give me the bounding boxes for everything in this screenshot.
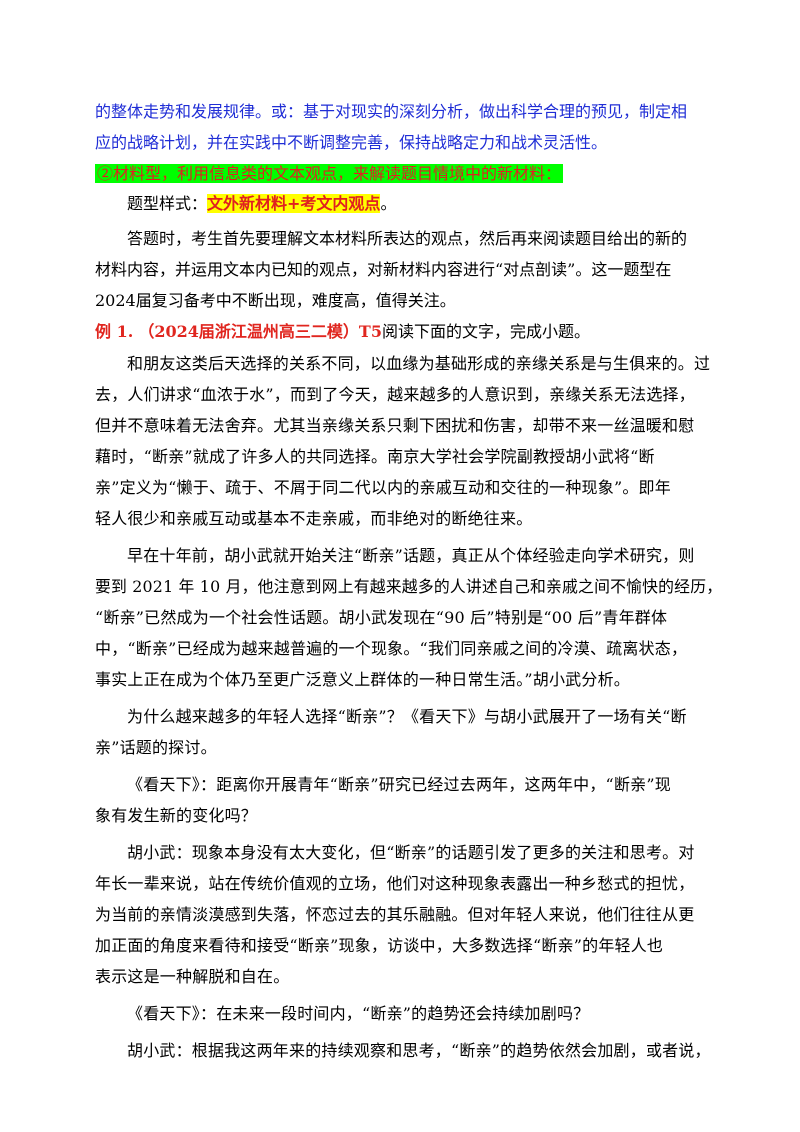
text-line: 应的战略计划，并在实践中不断调整完善，保持战略定力和战术灵活性。 — [95, 133, 608, 152]
text-line: 的整体走势和发展规律。或：基于对现实的深刻分析，做出科学合理的预见，制定相 — [95, 102, 688, 121]
intro-line: 2024届复习备考中不断出现，难度高，值得关注。 — [95, 291, 456, 310]
intro-line: 答题时，考生首先要理解文本材料所表达的观点，然后再来阅读题目给出的新的 — [127, 229, 688, 248]
format-value: 文外新材料+考文内观点 — [207, 194, 381, 213]
example-heading: 例 1. （2024届浙江温州高三二模）T5阅读下面的文字，完成小题。 — [95, 318, 590, 342]
passage-line: 胡小武：现象本身没有太大变化，但“断亲”的话题引发了更多的关注和思考。对 — [127, 843, 695, 862]
example-source: （2024届浙江温州高三二模）T5 — [138, 322, 382, 341]
passage-line: 去，人们讲求“血浓于水”，而到了今天，越来越多的人意识到，亲缘关系无法选择， — [95, 385, 695, 404]
passage-line: 年长一辈来说，站在传统价值观的立场，他们对这种现象表露出一种乡愁式的担忧， — [95, 874, 695, 893]
example-instruction: 阅读下面的文字，完成小题。 — [381, 322, 590, 341]
passage-line: “断亲”已然成为一个社会性话题。胡小武发现在“90 后”特别是“00 后”青年群… — [95, 608, 668, 627]
example-label: 例 1. — [95, 322, 134, 341]
section-heading: ②材料型，利用信息类的文本观点，来解读题目情境中的新材料： — [95, 160, 564, 184]
passage-line: 《看天下》：在未来一段时间内，“断亲”的趋势还会持续加剧吗？ — [127, 1004, 590, 1023]
passage-line: 要到 2021 年 10 月，他注意到网上有越来越多的人讲述自己和亲戚之间不愉快… — [95, 577, 723, 596]
passage-line: 事实上正在成为个体乃至更广泛意义上群体的一种日常生活。”胡小武分析。 — [95, 670, 630, 689]
passage-line: 《看天下》：距离你开展青年“断亲”研究已经过去两年，这两年中，“断亲”现 — [127, 775, 671, 794]
passage-line: 轻人很少和亲戚互动或基本不走亲戚，而非绝对的断绝往来。 — [95, 509, 533, 528]
section-heading-text: ②材料型，利用信息类的文本观点，来解读题目情境中的新材料： — [95, 164, 564, 183]
format-line: 题型样式：文外新材料+考文内观点。 — [127, 190, 396, 214]
passage-line: 和朋友这类后天选择的关系不同，以血缘为基础形成的亲缘关系是与生俱来的。过 — [127, 354, 711, 373]
passage-line: 中，“断亲”已经成为越来越普遍的一个现象。“我们同亲戚之间的冷漠、疏离状态， — [95, 639, 688, 658]
passage-line: 为当前的亲情淡漠感到失落，怀恋过去的其乐融融。但对年轻人来说，他们往往从更 — [95, 905, 695, 924]
passage-line: 表示这是一种解脱和自在。 — [95, 967, 290, 986]
passage-line: 为什么越来越多的年轻人选择“断亲”？《看天下》与胡小武展开了一场有关“断 — [127, 707, 687, 726]
passage-line: 藉时，“断亲”就成了许多人的共同选择。南京大学社会学院副教授胡小武将“断 — [95, 447, 655, 466]
passage-line: 早在十年前，胡小武就开始关注“断亲”话题，真正从个体经验走向学术研究，则 — [127, 546, 695, 565]
passage-line: 加正面的角度来看待和接受“断亲”现象，访谈中，大多数选择“断亲”的年轻人也 — [95, 936, 664, 955]
passage-line: 象有发生新的变化吗？ — [95, 806, 258, 825]
intro-line: 材料内容，并运用文本内已知的观点，对新材料内容进行“对点剖读”。这一题型在 — [95, 260, 672, 279]
passage-line: 但并不意味着无法舍弃。尤其当亲缘关系只剩下困扰和伤害，却带不来一丝温暖和慰 — [95, 416, 695, 435]
format-label: 题型样式： — [127, 194, 208, 213]
passage-line: 胡小武：根据我这两年来的持续观察和思考，“断亲”的趋势依然会加剧，或者说， — [127, 1041, 711, 1060]
format-suffix: 。 — [380, 194, 397, 213]
passage-line: 亲”话题的探讨。 — [95, 738, 217, 757]
passage-line: 亲”定义为“懒于、疏于、不屑于同二代以内的亲戚互动和交往的一种现象”。即年 — [95, 478, 671, 497]
